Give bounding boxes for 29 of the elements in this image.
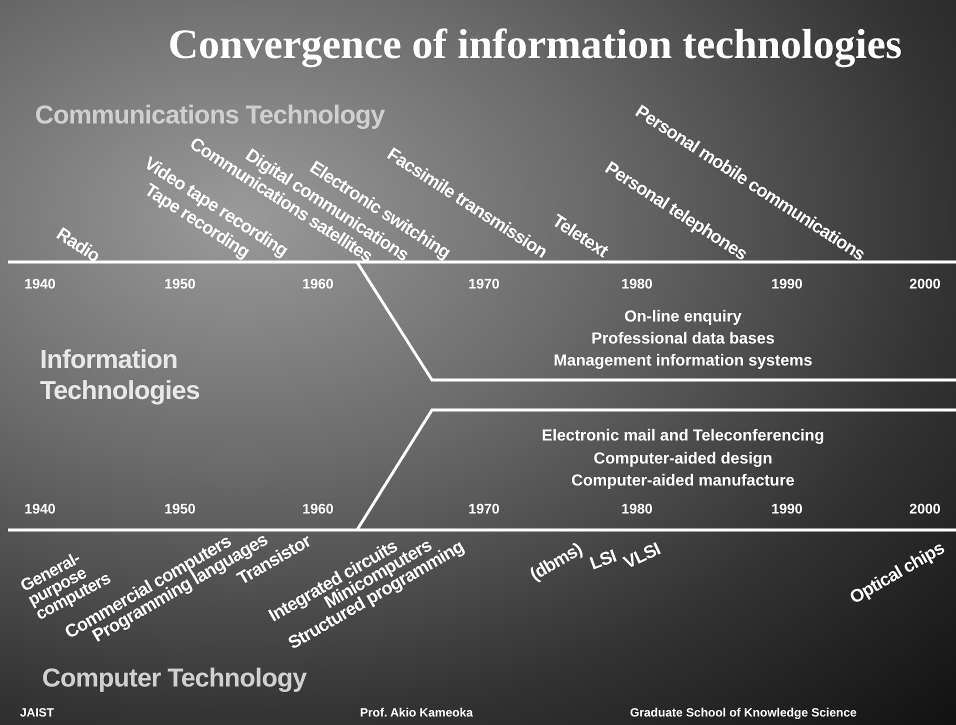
year-label: 1970 (468, 276, 500, 292)
application-label: Computer-aided manufacture (571, 474, 795, 490)
year-label: 1980 (621, 502, 653, 516)
year-label: 1950 (164, 502, 196, 516)
year-label: 1960 (302, 276, 334, 292)
event-label: VLSI (620, 540, 664, 572)
year-label: 1990 (771, 502, 803, 516)
year-label: 2000 (909, 276, 941, 292)
application-label: Computer-aided design (594, 452, 772, 468)
year-label: 1960 (302, 502, 334, 516)
footer-text: JAIST (20, 706, 54, 720)
year-label: 1980 (621, 276, 653, 292)
year-label: 1940 (24, 276, 56, 292)
application-label: Electronic mail and Teleconferencing (542, 428, 824, 446)
footer-text: Graduate School of Knowledge Science (630, 706, 857, 720)
section-heading: Computer Technology (42, 664, 306, 692)
application-label: On-line enquiry (624, 310, 742, 326)
application-label: Professional data bases (591, 332, 775, 348)
section-heading: Communications Technology (35, 101, 385, 129)
year-label: 1990 (771, 276, 803, 292)
section-heading: Information Technologies (40, 344, 201, 406)
year-label: 1970 (468, 502, 500, 516)
year-label: 2000 (909, 502, 941, 516)
year-label: 1940 (24, 502, 56, 516)
footer-text: Prof. Akio Kameoka (360, 706, 473, 720)
application-label: Management information systems (554, 354, 812, 370)
year-label: 1950 (164, 276, 196, 292)
event-label: LSI (587, 546, 619, 574)
slide-title: Convergence of information technologies (168, 22, 902, 68)
